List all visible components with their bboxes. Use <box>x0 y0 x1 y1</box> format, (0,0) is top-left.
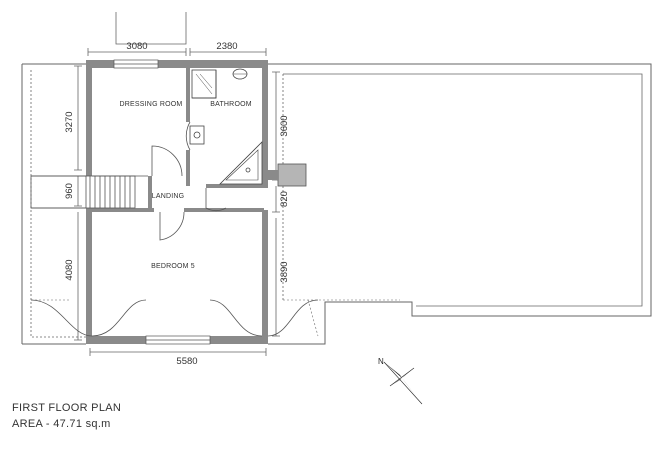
room-label-bedroom: BEDROOM 5 <box>151 263 195 270</box>
room-label-dressing: DRESSING ROOM <box>120 101 183 108</box>
dim-left-upper: 3270 <box>64 111 75 132</box>
dimension-labels: 3080 2380 3270 960 4080 3600 820 3890 55… <box>64 41 290 367</box>
room-label-landing: LANDING <box>152 193 185 200</box>
north-label: N <box>378 357 384 366</box>
dim-top-left: 3080 <box>126 41 147 52</box>
doors <box>92 121 227 241</box>
staircase <box>30 175 136 209</box>
plan-area: AREA - 47.71 sq.m <box>12 418 111 430</box>
room-label-bathroom: BATHROOM <box>210 101 252 108</box>
walls <box>86 60 268 344</box>
dim-right-bath: 3600 <box>279 115 290 136</box>
dim-left-stair: 960 <box>64 183 75 199</box>
chimney-stack <box>277 163 307 187</box>
north-arrow: N <box>378 357 423 405</box>
dim-top-right: 2380 <box>216 41 237 52</box>
windows <box>113 59 211 345</box>
dim-right-bedroom: 3890 <box>279 261 290 282</box>
dim-bottom: 5580 <box>176 356 197 367</box>
dim-right-mid: 820 <box>279 191 290 207</box>
chimney-breast <box>268 170 278 180</box>
dim-left-lower: 4080 <box>64 259 75 280</box>
bay-curves <box>30 299 319 337</box>
room-labels: DRESSING ROOM BATHROOM LANDING BEDROOM 5 <box>120 101 252 270</box>
roof-outline <box>21 63 652 345</box>
plan-title: FIRST FLOOR PLAN <box>12 402 122 414</box>
bathroom-fittings <box>189 68 263 185</box>
